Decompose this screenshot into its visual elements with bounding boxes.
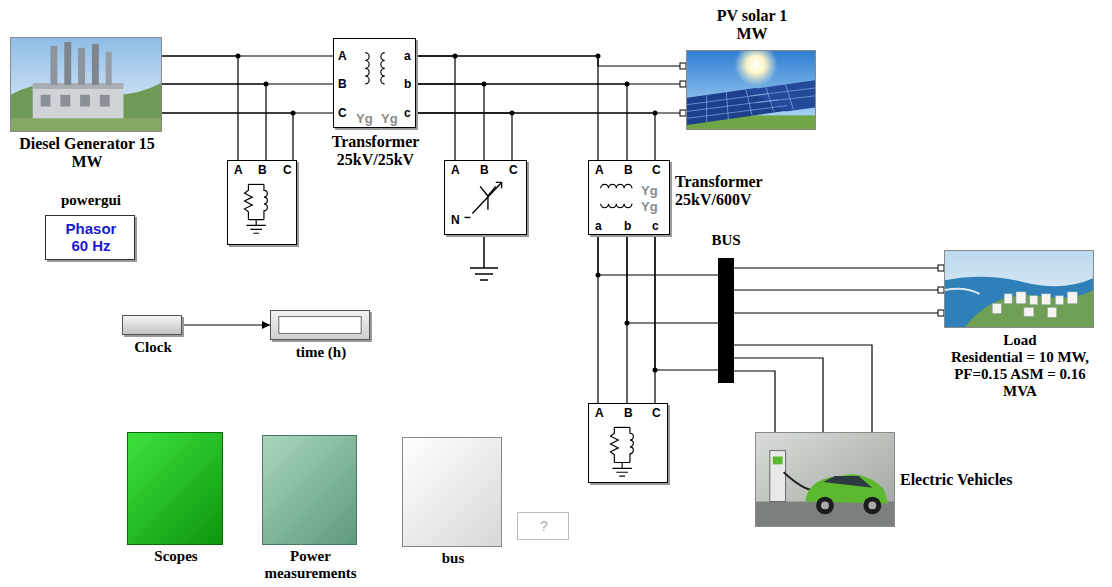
block-label: BUS [701,232,751,249]
port-label: C [338,106,347,120]
block-illustration [271,311,369,339]
subsystem-block: bus [402,437,502,547]
pv-solar: PV solar 1 MW [686,50,816,130]
block-label: Electric Vehicles [900,471,1012,489]
port-label: B [480,163,489,177]
three-phase-wire [598,235,718,370]
port-label: A [595,163,604,177]
bus-bar: BUS [718,258,734,383]
subsystem-block: Power measurements [262,435,357,545]
block-label: Transformer 25kV/600V [675,173,797,209]
port-label: c [404,106,411,120]
load-block: LoadResidential = 10 MW, PF=0.15 ASM = 0… [944,250,1094,328]
port-label: c [652,219,659,233]
rlc-load-block: A B C [588,403,668,483]
three-phase-wire [416,56,655,160]
three-phase-wire [734,268,944,313]
clock-block: Clock [122,315,182,335]
block-label: Transformer 25kV/25kV [304,133,447,169]
port-label: a [404,49,411,63]
port-label: C [283,163,292,177]
block-label: bus [403,550,503,567]
winding-label: Yg [641,199,658,214]
signal-arrow [182,324,270,325]
block-illustration [11,38,161,131]
rlc-load-block: A B C [227,160,297,245]
port-label: N [451,213,460,227]
block-label: Power measurements [248,548,373,582]
three-phase-wire [734,345,872,432]
block-label: time (h) [261,344,381,361]
grounding-transformer: A B C N [444,160,527,235]
block-label: Scopes [118,548,234,565]
port-label: C [652,163,661,177]
port-label: A [338,49,347,63]
port-label: B [338,77,347,91]
winding-label: Yg [356,111,373,126]
transformer-block: ABCabcYgYgTransformer 25kV/25kV [333,38,416,128]
port-label: b [624,219,631,233]
port-label: C [509,163,518,177]
block-illustration [945,251,1093,327]
transformer-block: ABCabcYgYgTransformer 25kV/600V [588,160,670,235]
display-block: time (h) [270,310,370,340]
subsystem-block: Scopes [127,432,223,545]
diesel-generator: Diesel Generator 15 MW [10,37,162,132]
block-label: Clock [113,339,193,356]
port-label: b [404,77,411,91]
block-label: Residential = 10 MW, PF=0.15 ASM = 0.16 … [941,349,1099,400]
port-label: B [624,406,633,420]
unknown-block: ? [517,512,569,540]
port-label: a [595,219,602,233]
powergui-block: powerguiPhasor 60 Hz [45,215,135,260]
block-label: powergui [36,192,146,209]
block-label: Diesel Generator 15 MW [15,135,160,171]
port-label: A [451,163,460,177]
block-text: ? [518,518,570,534]
port-label: C [652,406,661,420]
block-illustration [687,51,815,129]
three-phase-wire [162,56,293,160]
block-text: Phasor 60 Hz [56,220,126,254]
port-label: A [595,406,604,420]
ground-symbol [470,235,498,280]
winding-label: Yg [641,183,658,198]
block-label: Load [945,332,1095,349]
electric-vehicles: Electric Vehicles [755,432,895,527]
three-phase-wire [416,56,512,160]
port-label: B [624,163,633,177]
port-label: B [258,163,267,177]
block-illustration [756,433,894,526]
winding-label: Yg [381,111,398,126]
block-label: PV solar 1 MW [707,7,797,43]
port-label: A [234,163,243,177]
